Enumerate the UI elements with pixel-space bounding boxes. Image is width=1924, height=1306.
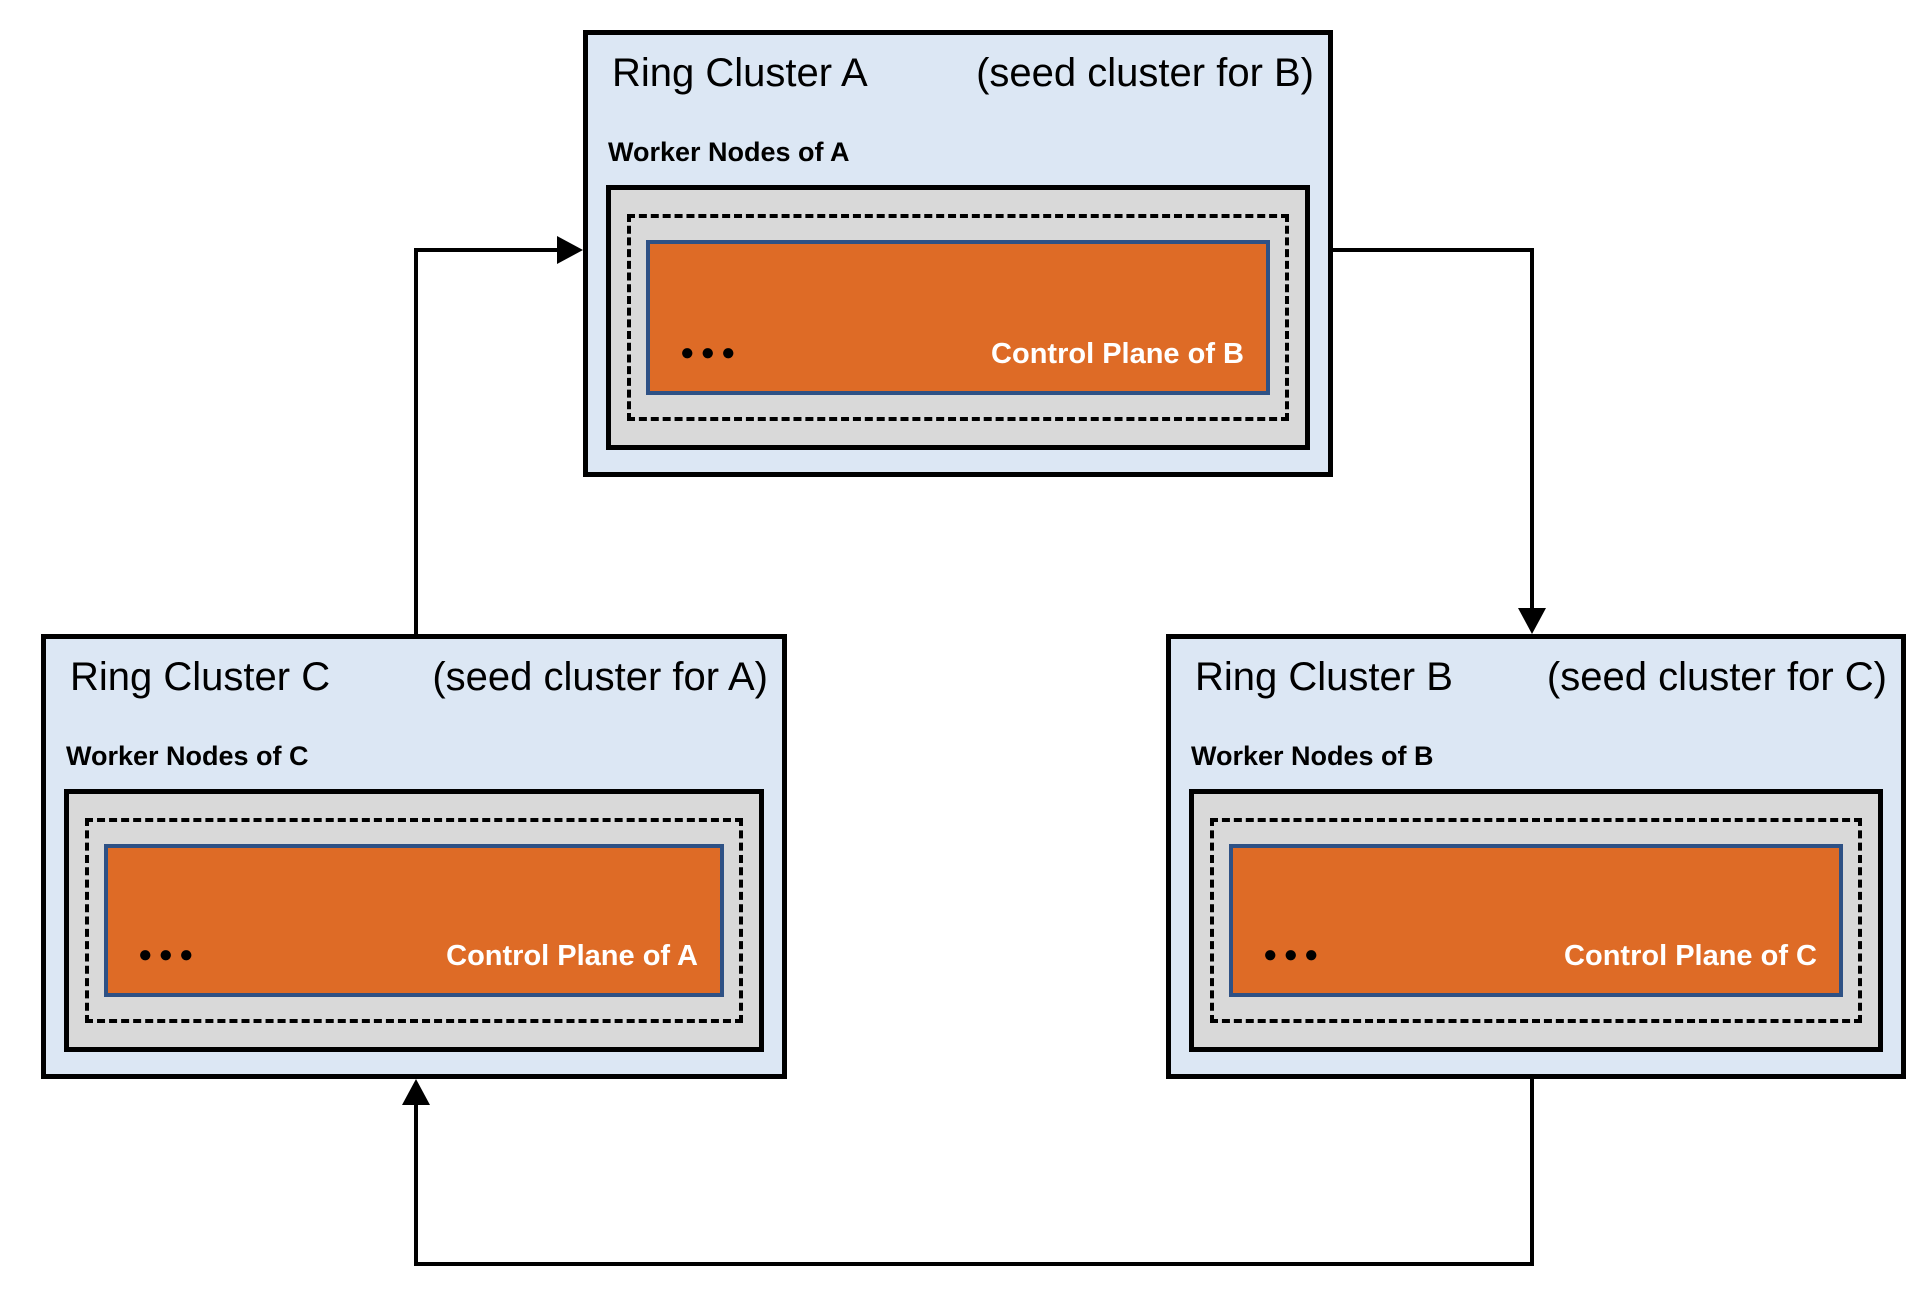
seed-note: (seed cluster for A)	[432, 655, 768, 699]
dashed-boundary: ●●● Control Plane of A	[85, 818, 743, 1023]
cluster-box-b: Ring Cluster B (seed cluster for C) Work…	[1166, 634, 1906, 1079]
ellipsis-dots: ●●●	[680, 339, 742, 366]
ellipsis-dots: ●●●	[1263, 941, 1325, 968]
control-plane-box: ●●● Control Plane of A	[104, 844, 724, 997]
seed-note: (seed cluster for C)	[1546, 655, 1887, 699]
worker-nodes-box: ●●● Control Plane of C	[1189, 789, 1883, 1052]
cluster-name: Ring Cluster A	[612, 51, 868, 95]
arrow-c-to-a-arrowhead-icon	[557, 236, 583, 264]
dashed-boundary: ●●● Control Plane of B	[627, 214, 1289, 421]
cluster-title-row: Ring Cluster A (seed cluster for B)	[612, 49, 1314, 97]
cluster-box-a: Ring Cluster A (seed cluster for B) Work…	[583, 30, 1333, 477]
worker-nodes-label: Worker Nodes of A	[608, 137, 850, 167]
control-plane-label: Control Plane of C	[1564, 940, 1817, 972]
dashed-boundary: ●●● Control Plane of C	[1210, 818, 1862, 1023]
arrow-b-to-c-vertical-segment-2	[414, 1103, 418, 1266]
cluster-name: Ring Cluster C	[70, 655, 331, 699]
control-plane-box: ●●● Control Plane of B	[646, 240, 1270, 395]
worker-nodes-box: ●●● Control Plane of A	[64, 789, 764, 1052]
worker-nodes-label: Worker Nodes of B	[1191, 741, 1434, 771]
control-plane-label: Control Plane of A	[446, 940, 698, 972]
arrow-c-to-a-vertical-segment	[414, 248, 418, 634]
cluster-title-row: Ring Cluster B (seed cluster for C)	[1195, 653, 1887, 701]
arrow-b-to-c-vertical-segment-1	[1530, 1079, 1534, 1266]
cluster-name: Ring Cluster B	[1195, 655, 1453, 699]
worker-nodes-box: ●●● Control Plane of B	[606, 185, 1310, 450]
arrow-a-to-b-horizontal-segment	[1333, 248, 1534, 252]
arrow-b-to-c-horizontal-segment	[414, 1262, 1534, 1266]
control-plane-box: ●●● Control Plane of C	[1229, 844, 1843, 997]
cluster-box-c: Ring Cluster C (seed cluster for A) Work…	[41, 634, 787, 1079]
worker-nodes-label: Worker Nodes of C	[66, 741, 309, 771]
seed-note: (seed cluster for B)	[976, 51, 1314, 95]
arrow-b-to-c-arrowhead-icon	[402, 1079, 430, 1105]
arrow-c-to-a-horizontal-segment	[414, 248, 559, 252]
ellipsis-dots: ●●●	[138, 941, 200, 968]
control-plane-label: Control Plane of B	[991, 338, 1244, 370]
cluster-title-row: Ring Cluster C (seed cluster for A)	[70, 653, 768, 701]
arrow-a-to-b-arrowhead-icon	[1518, 608, 1546, 634]
arrow-a-to-b-vertical-segment	[1530, 248, 1534, 610]
